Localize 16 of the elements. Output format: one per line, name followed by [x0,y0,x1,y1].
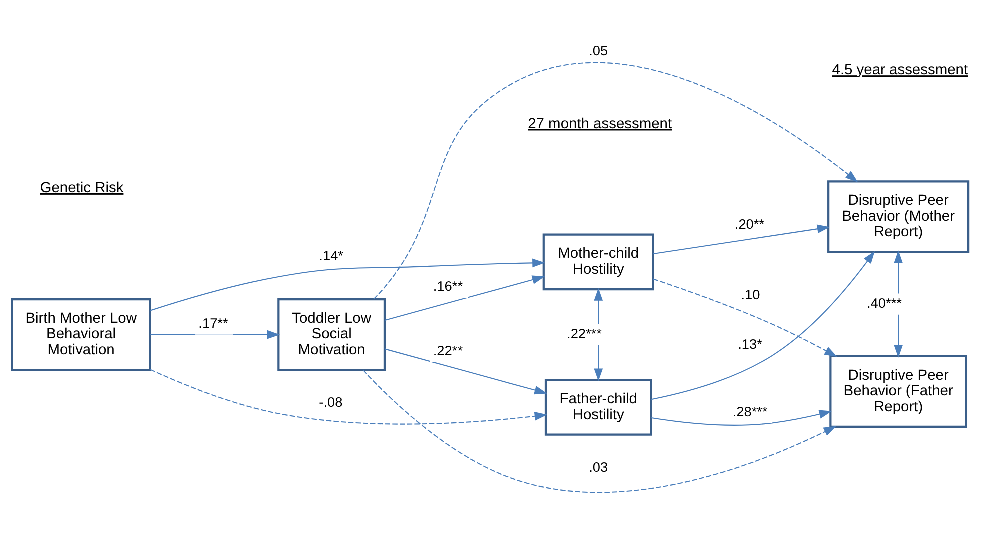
edge-label: .05 [589,43,608,58]
edge-label: .17** [198,316,228,331]
edge-label: .16** [433,279,464,294]
edge-label: .13* [738,336,762,352]
edge-label: .14* [319,248,344,264]
edge-label: .28*** [732,404,768,420]
edge-label: -.08 [319,394,343,410]
edge-label: .22** [433,343,464,358]
edge-label: .22*** [567,326,602,342]
edge-label: .03 [589,460,608,476]
label: Genetic Risk [40,180,124,196]
edge-label: .40*** [866,296,902,311]
label: 27 month assessment [528,116,672,132]
edge-label: .20** [734,216,765,232]
label: 4.5 year assessment [832,62,968,79]
edge-label: .10 [741,287,760,302]
